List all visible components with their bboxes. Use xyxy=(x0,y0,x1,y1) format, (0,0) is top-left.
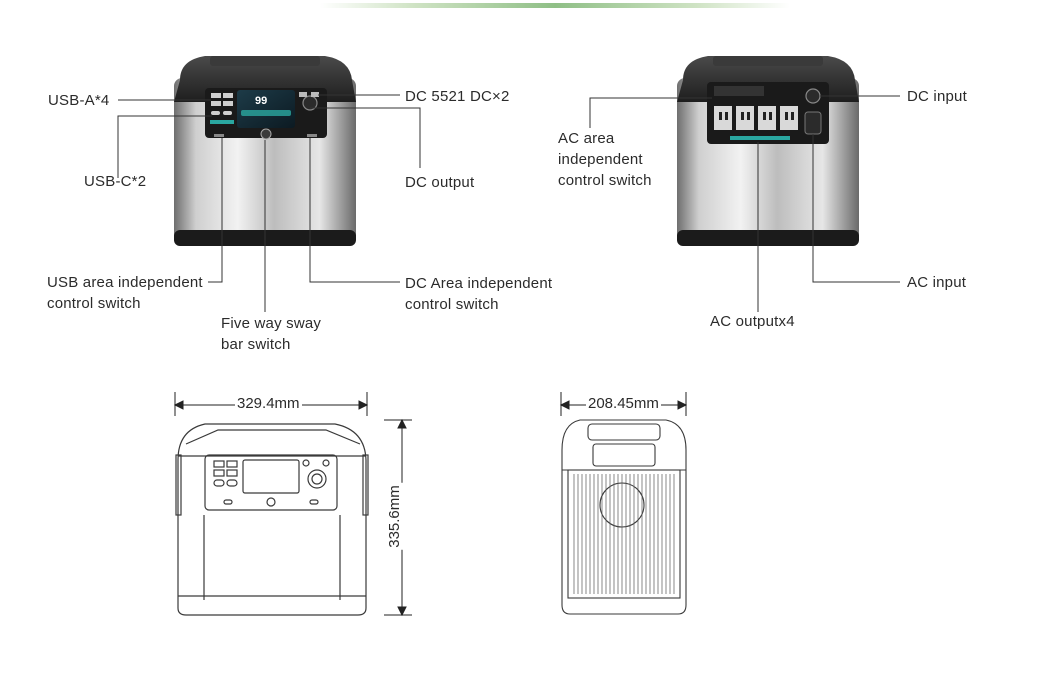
label-dc-output: DC output xyxy=(405,174,475,191)
label-ac-input: AC input xyxy=(907,274,967,291)
side-line-drawing xyxy=(561,419,687,615)
dimension-width: 329.4mm xyxy=(235,395,302,412)
dimension-height: 335.6mm xyxy=(385,483,403,550)
label-five-way-line1: Five way sway xyxy=(221,315,322,332)
label-usb-switch-line1: USB area independent xyxy=(47,274,203,291)
back-leader-lines xyxy=(589,95,900,312)
label-usb-a: USB-A*4 xyxy=(48,92,110,109)
label-five-way-line2: bar switch xyxy=(221,336,291,353)
label-dc-switch: DC Area independent control switch xyxy=(405,273,552,315)
label-usb-switch-line2: control switch xyxy=(47,295,141,312)
front-leader-lines xyxy=(117,94,421,312)
label-five-way: Five way sway bar switch xyxy=(221,313,321,355)
label-dc-input: DC input xyxy=(907,88,967,105)
label-ac-output: AC outputx4 xyxy=(710,313,795,330)
label-dc-switch-line1: DC Area independent xyxy=(405,275,553,292)
side-vent-grille xyxy=(573,474,675,594)
dimension-lines xyxy=(173,392,688,617)
dimension-depth: 208.45mm xyxy=(586,395,661,412)
front-line-drawing xyxy=(175,423,369,616)
label-dc-switch-line2: control switch xyxy=(405,296,499,313)
label-ac-switch: AC area independent control switch xyxy=(558,128,652,191)
label-usb-switch: USB area independent control switch xyxy=(47,272,203,314)
label-ac-switch-line3: control switch xyxy=(558,172,652,189)
label-ac-switch-line2: independent xyxy=(558,151,643,168)
label-usb-c: USB-C*2 xyxy=(84,173,147,190)
header-accent-bar xyxy=(320,3,790,8)
label-dc-5521: DC 5521 DC×2 xyxy=(405,88,510,105)
screen-readout: 99 xyxy=(255,95,267,107)
label-ac-switch-line1: AC area xyxy=(558,130,615,147)
back-product-image xyxy=(677,56,859,246)
